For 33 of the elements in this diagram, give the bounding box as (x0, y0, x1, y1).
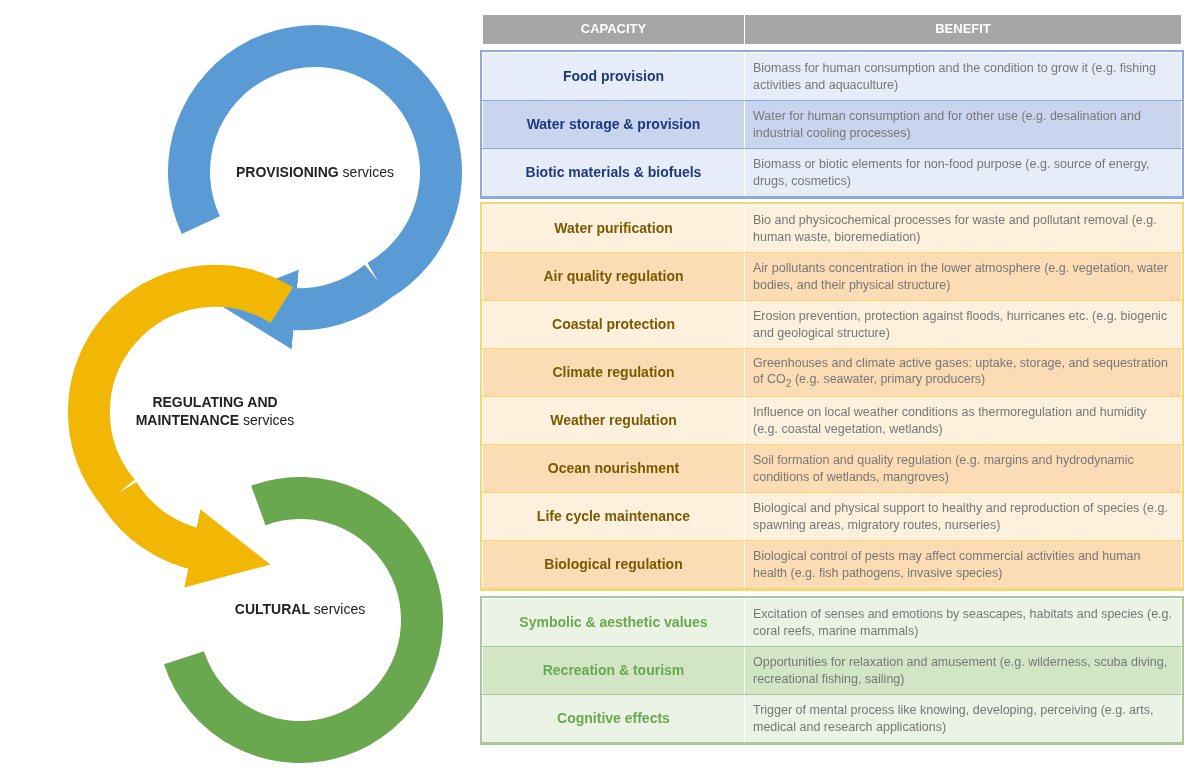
capacity-name: Life cycle maintenance (482, 492, 745, 541)
benefit-description: Erosion prevention, protection against floods, hurricanes etc. (e.g. biogenic and geological structure) (744, 300, 1182, 349)
benefit-description: Biological and physical support to healthy and reproduction of species (e.g. spawning areas, migratory routes, nurseries) (744, 492, 1182, 541)
column-header: CAPACITY (482, 14, 745, 45)
capacity-name: Water purification (482, 204, 745, 253)
benefit-description: Excitation of senses and emotions by seascapes, habitats and species (e.g. coral reefs, marine mammals) (744, 598, 1182, 647)
benefit-description: Biomass or biotic elements for non-food purpose (e.g. source of energy, drugs, cosmetics) (744, 148, 1182, 197)
service-label: CULTURAL services (233, 600, 367, 619)
capacity-name: Recreation & tourism (482, 646, 745, 695)
capacity-name: Ocean nourishment (482, 444, 745, 493)
capacity-name: Biotic materials & biofuels (482, 148, 745, 197)
benefit-description: Trigger of mental process like knowing, developing, perceiving (e.g. arts, medical and research applications) (744, 694, 1182, 743)
capacity-name: Water storage & provision (482, 100, 745, 149)
service-label: PROVISIONING services (235, 163, 395, 182)
benefit-description: Greenhouses and climate active gases: uptake, storage, and sequestration of CO$_{2}$ (e.g. seawater, primary producers) (744, 348, 1182, 397)
capacity-name: Cognitive effects (482, 694, 745, 743)
benefit-description: Biomass for human consumption and the condition to grow it (e.g. fishing activities and aquaculture) (744, 52, 1182, 101)
benefit-description: Opportunities for relaxation and amusement (e.g. wilderness, scuba diving, recreational fishing, sailing) (744, 646, 1182, 695)
capacity-name: Food provision (482, 52, 745, 101)
capacity-name: Coastal protection (482, 300, 745, 349)
service-label: REGULATING AND MAINTENANCE services (134, 393, 296, 430)
benefit-description: Influence on local weather conditions as thermoregulation and humidity (e.g. coastal vegetation, wetlands) (744, 396, 1182, 445)
benefit-description: Water for human consumption and for other use (e.g. desalination and industrial cooling processes) (744, 100, 1182, 149)
column-header: BENEFIT (744, 14, 1182, 45)
capacity-name: Climate regulation (482, 348, 745, 397)
benefit-description: Soil formation and quality regulation (e.g. margins and hydrodynamic conditions of wetlands, mangroves) (744, 444, 1182, 493)
capacity-name: Biological regulation (482, 540, 745, 589)
benefit-description: Biological control of pests may affect commercial activities and human health (e.g. fish pathogens, invasive species) (744, 540, 1182, 589)
capacity-name: Weather regulation (482, 396, 745, 445)
capacity-name: Symbolic & aesthetic values (482, 598, 745, 647)
benefit-description: Air pollutants concentration in the lower atmosphere (e.g. vegetation, water bodies, and their physical structure) (744, 252, 1182, 301)
benefit-description: Bio and physicochemical processes for waste and pollutant removal (e.g. human waste, bioremediation) (744, 204, 1182, 253)
capacity-name: Air quality regulation (482, 252, 745, 301)
